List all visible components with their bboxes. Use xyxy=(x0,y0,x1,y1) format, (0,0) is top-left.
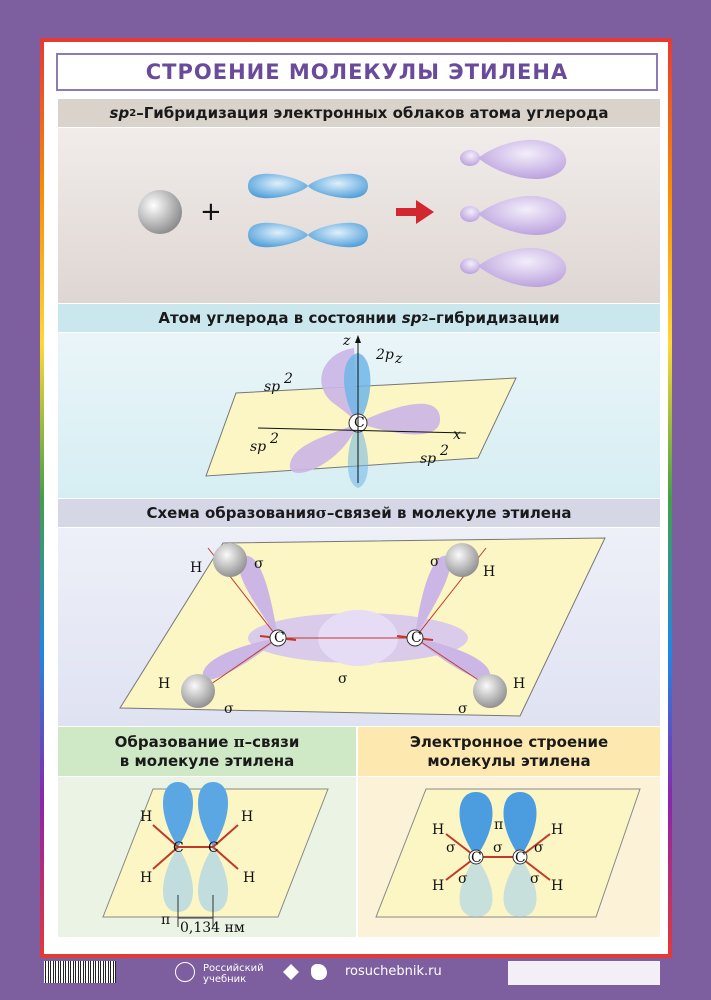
sp2-carbon-diagram: C z 2p z x sp 2 sp 2 sp 2 xyxy=(205,333,517,488)
section2-header-sup: 2 xyxy=(421,312,429,324)
sigma-bottom-right-label: σ xyxy=(458,701,468,717)
el-sigma-cc: σ xyxy=(493,840,503,856)
plus-sign: + xyxy=(200,197,222,227)
p-orbitals xyxy=(248,173,368,248)
hybridization-panel: + xyxy=(58,128,660,303)
el-pi-label: π xyxy=(494,817,503,833)
sigma-top-left-label: σ xyxy=(254,556,264,572)
sp2-orbitals xyxy=(460,139,567,288)
sigma-bonds-diagram: C C H H H H σ σ σ σ σ xyxy=(119,537,606,717)
el-sigma-tr: σ xyxy=(534,840,544,856)
axis-z-label: z xyxy=(342,333,351,349)
poster-title-box: СТРОЕНИЕ МОЛЕКУЛЫ ЭТИЛЕНА xyxy=(56,53,658,91)
section2-header-post: –гибридизации xyxy=(428,309,560,327)
section2-header-pre: Атом углерода в состоянии xyxy=(158,309,397,327)
h-bottom-right-label: H xyxy=(513,676,525,692)
s-orbital-sphere xyxy=(138,190,182,234)
el-h-top-right: H xyxy=(551,822,563,838)
h-bottom-left-label: H xyxy=(158,676,170,692)
section4-header: Образование π–связи в молекуле этилена xyxy=(58,727,356,776)
el-sigma-br: σ xyxy=(530,871,540,887)
pi-h-top-left: H xyxy=(140,809,152,825)
sp2-label-c: sp xyxy=(420,451,436,467)
section4-header-line2: в молекуле этилена xyxy=(119,751,295,770)
brand-bird-icon xyxy=(311,964,327,980)
pi-h-top-right: H xyxy=(241,809,253,825)
pi-h-bottom-right: H xyxy=(243,870,255,886)
electronic-structure-diagram: C C H H H H π σ σ σ σ σ xyxy=(375,788,641,918)
section1-header-text: –Гибридизация электронных облаков атома … xyxy=(136,104,609,122)
section1-header-sp: sp xyxy=(109,104,130,122)
section5-header-line2: молекулы этилена xyxy=(427,751,591,770)
section3-header-sigma: σ xyxy=(315,504,327,522)
atom-c-label: C xyxy=(354,415,365,431)
section3-header-post: –связей в молекуле этилена xyxy=(326,504,572,522)
website-link[interactable]: rosuchebnik.ru xyxy=(345,964,442,979)
publisher-logo-icon xyxy=(175,962,195,982)
brand-mark-icon xyxy=(283,964,299,980)
el-carbon-right: C xyxy=(515,850,526,866)
el-h-top-left: H xyxy=(432,822,444,838)
section3-header: Схема образования σ–связей в молекуле эт… xyxy=(58,499,660,527)
sp2-sup-a: 2 xyxy=(283,371,293,387)
electronic-structure-panel: C C H H H H π σ σ σ σ σ xyxy=(358,777,660,937)
section5-header: Электронное строение молекулы этилена xyxy=(358,727,660,776)
poster-title: СТРОЕНИЕ МОЛЕКУЛЫ ЭТИЛЕНА xyxy=(145,60,569,84)
sigma-cc-label: σ xyxy=(338,671,348,687)
section4-header-pre: Образование xyxy=(114,732,234,751)
pi-bond-diagram: C C H H H H π 0,134 нм xyxy=(102,782,329,936)
axis-x-label: x xyxy=(453,427,461,443)
pi-symbol: π xyxy=(161,912,170,928)
section4-header-pi: π xyxy=(233,732,245,751)
section5-header-line1: Электронное строение xyxy=(409,732,609,751)
carbon-left-label: C xyxy=(274,630,285,646)
hybridization-diagram: + xyxy=(138,139,567,288)
sp2-carbon-panel: C z 2p z x sp 2 sp 2 sp 2 xyxy=(58,333,660,498)
barcode xyxy=(44,961,116,983)
h-top-right-label: H xyxy=(483,564,495,580)
pi-bond-panel: C C H H H H π 0,134 нм xyxy=(58,777,356,937)
orbital-2pz-sub: z xyxy=(394,351,403,367)
section2-header-sp: sp xyxy=(401,309,422,327)
pi-carbon-right: C xyxy=(208,840,219,856)
electronic-plane xyxy=(375,788,641,918)
section4-header-line1: Образование π–связи xyxy=(115,733,300,752)
el-sigma-bl: σ xyxy=(458,871,468,887)
imprint-box xyxy=(508,961,660,985)
section4-header-post: –связи xyxy=(244,732,300,751)
el-sigma-tl: σ xyxy=(446,840,456,856)
sigma-bottom-left-label: σ xyxy=(224,701,234,717)
el-h-bottom-right: H xyxy=(551,878,563,894)
section1-header-sup: 2 xyxy=(129,107,137,119)
sp2-sup-b: 2 xyxy=(269,431,279,447)
sigma-bonds-panel: C C H H H H σ σ σ σ σ xyxy=(58,528,660,726)
sp2-sup-c: 2 xyxy=(439,443,449,459)
orbital-2pz-label: 2p xyxy=(375,347,394,363)
carbon-right-label: C xyxy=(411,630,422,646)
pi-carbon-left: C xyxy=(173,840,184,856)
bond-length-label: 0,134 нм xyxy=(180,920,245,936)
section3-header-pre: Схема образования xyxy=(146,504,316,522)
sp2-label-a: sp xyxy=(264,379,280,395)
arrow-icon xyxy=(396,200,434,224)
publisher-name: Российский учебник xyxy=(203,963,264,985)
el-h-bottom-left: H xyxy=(432,878,444,894)
sp2-label-b: sp xyxy=(250,439,266,455)
el-carbon-left: C xyxy=(471,850,482,866)
h-top-left-label: H xyxy=(190,560,202,576)
sigma-top-right-label: σ xyxy=(430,554,440,570)
pi-h-bottom-left: H xyxy=(140,870,152,886)
